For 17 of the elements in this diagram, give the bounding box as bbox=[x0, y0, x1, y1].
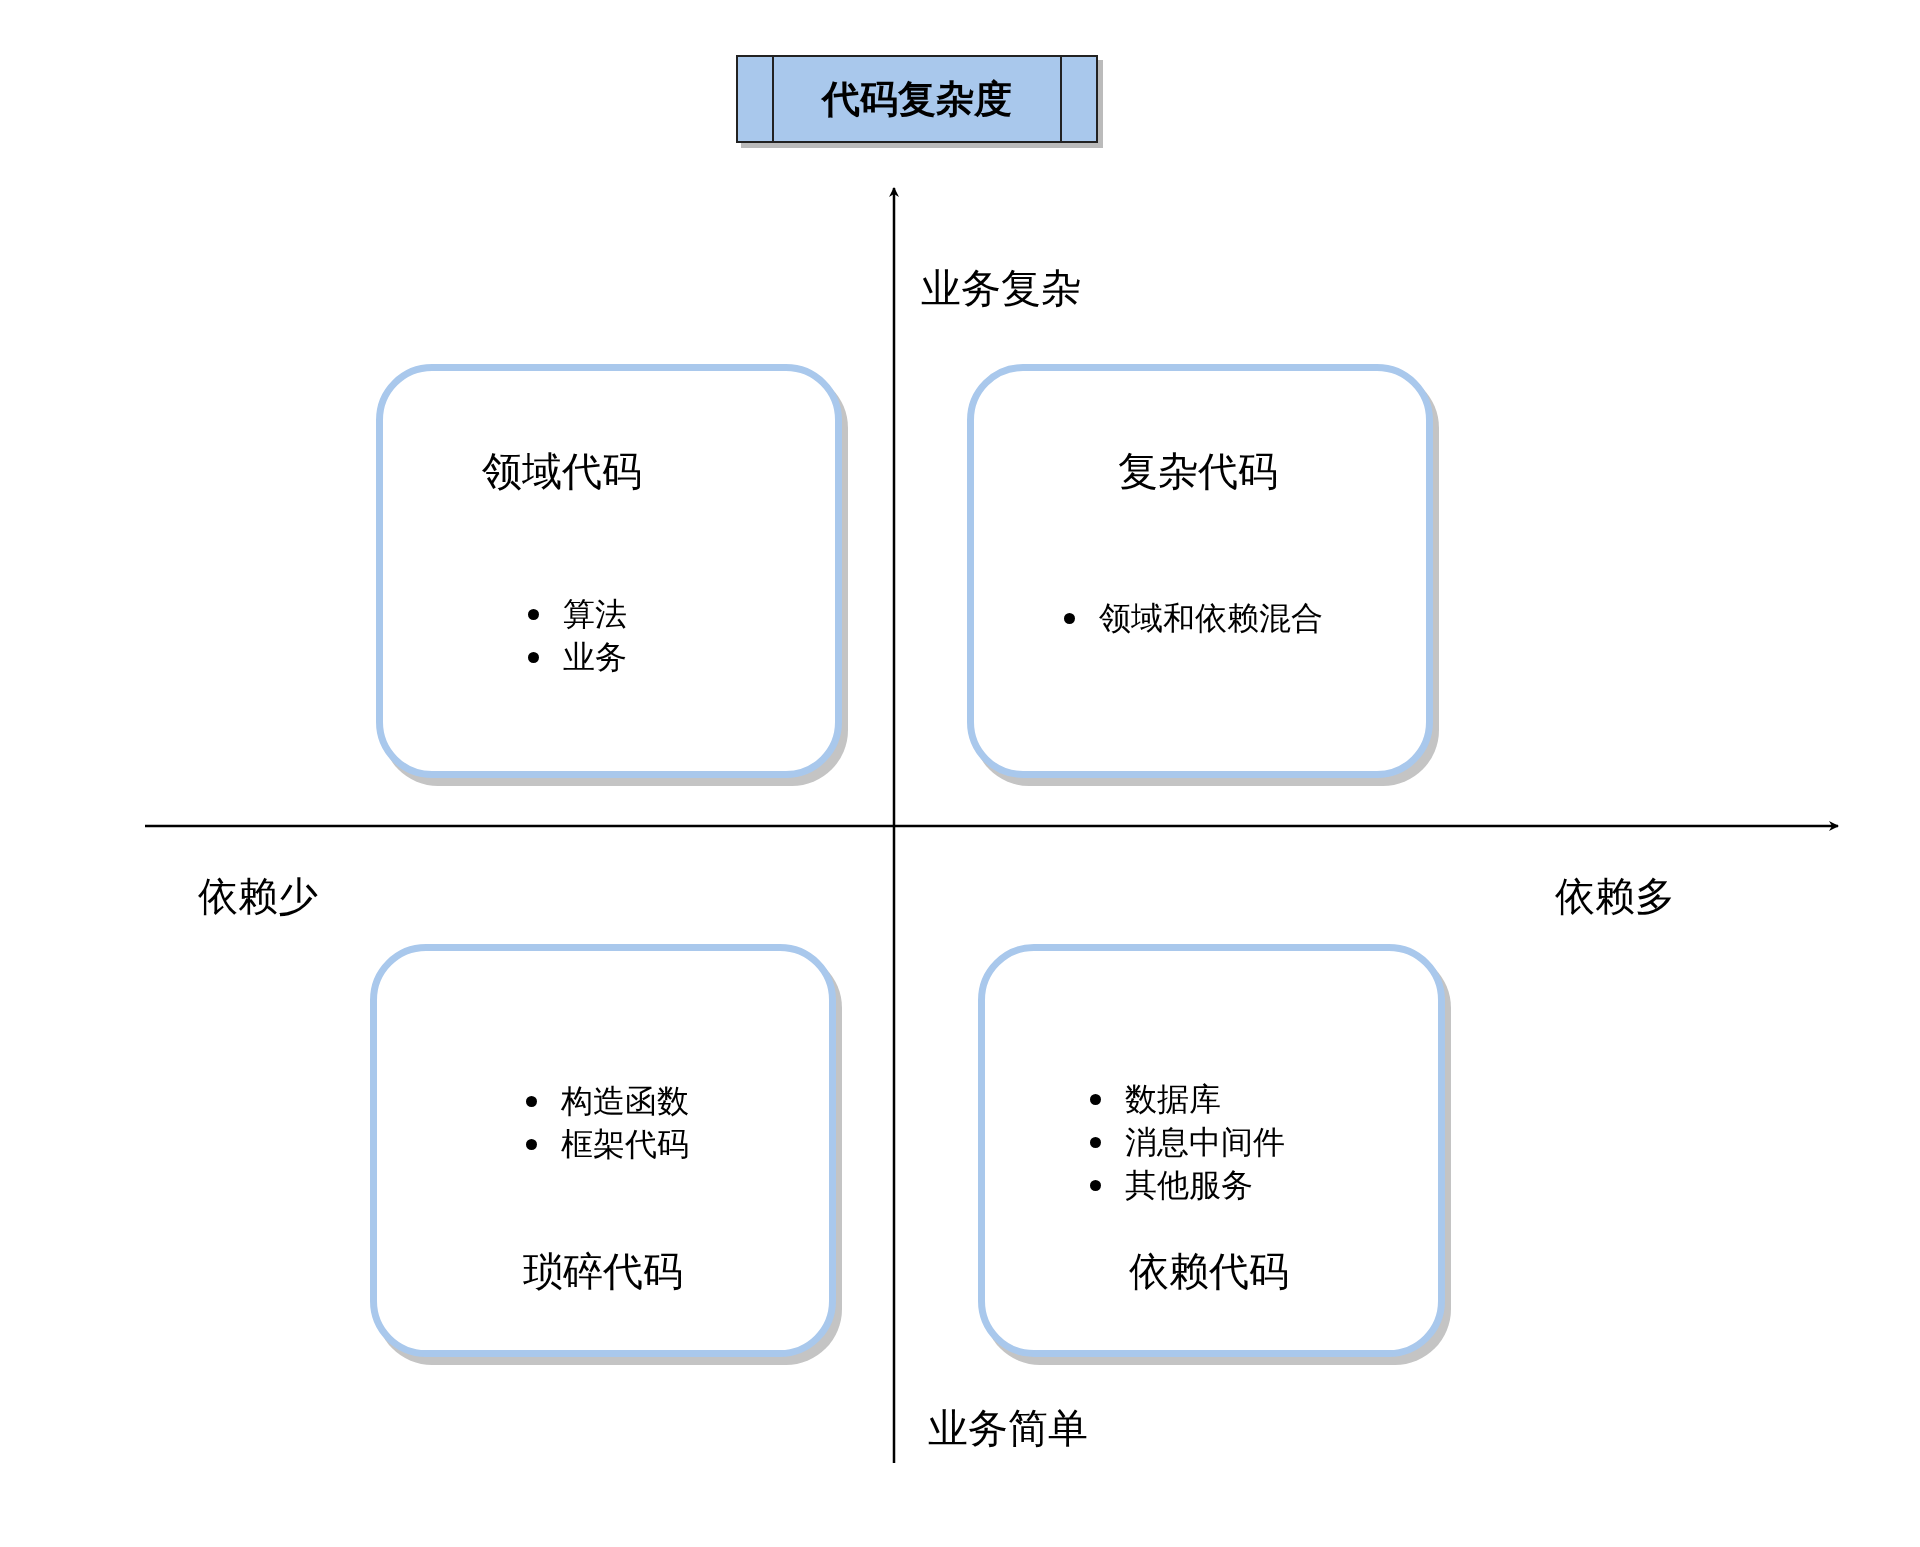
axis-label: 依赖多 bbox=[1555, 872, 1675, 921]
list-item: 构造函数 bbox=[561, 1081, 689, 1122]
quadrant-title: 依赖代码 bbox=[1129, 1247, 1289, 1296]
list-item: 框架代码 bbox=[561, 1124, 689, 1165]
list-item: 其他服务 bbox=[1125, 1165, 1253, 1206]
quadrant-title: 复杂代码 bbox=[1118, 447, 1278, 496]
title: 代码复杂度 bbox=[822, 75, 1012, 123]
list-item: 数据库 bbox=[1125, 1079, 1221, 1120]
list-item: 消息中间件 bbox=[1125, 1122, 1285, 1163]
list-item: 业务 bbox=[563, 637, 627, 678]
axis-label: 依赖少 bbox=[198, 872, 318, 921]
quadrant-title: 琐碎代码 bbox=[523, 1247, 683, 1296]
axis-label: 业务简单 bbox=[928, 1404, 1088, 1453]
list-item: 领域和依赖混合 bbox=[1099, 598, 1323, 639]
quadrant-title: 领域代码 bbox=[482, 447, 642, 496]
axis-label: 业务复杂 bbox=[921, 264, 1081, 313]
list-item: 算法 bbox=[563, 594, 627, 635]
